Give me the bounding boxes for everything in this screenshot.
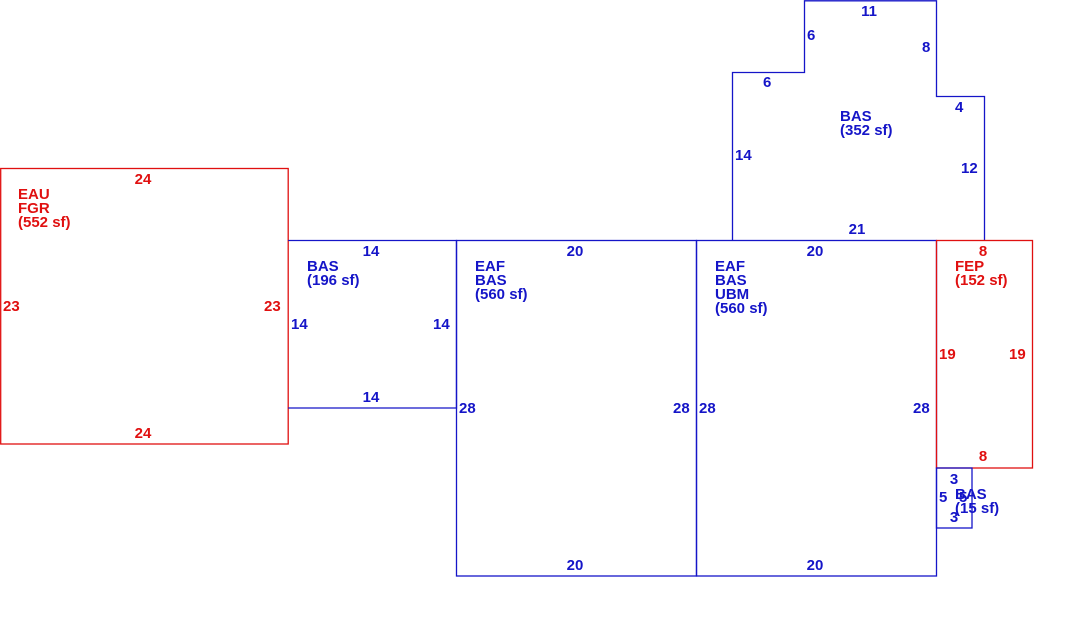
eaf-bas-ubm-dim-bottom: 20 — [807, 557, 824, 574]
eaf-bas-dim-right: 28 — [673, 400, 690, 417]
bas-15-dim-top: 3 — [950, 471, 958, 488]
area-garage: EAU FGR (552 sf) 24 24 23 23 — [0, 167, 289, 445]
bas-15-dim-bottom: 3 — [950, 509, 958, 526]
fep-dim-left: 19 — [939, 346, 956, 363]
bas-352-outline — [731, 0, 986, 241]
bas-196-dim-top: 14 — [363, 243, 380, 260]
area-eaf-bas-ubm: EAF BAS UBM (560 sf) 20 20 28 28 — [695, 239, 938, 577]
area-bas-196: BAS (196 sf) 14 14 14 14 — [288, 239, 458, 409]
garage-dim-bottom: 24 — [135, 425, 152, 442]
bas-196-label: BAS — [307, 258, 339, 275]
eaf-bas-label-bas: BAS — [475, 272, 507, 289]
bas-352-dim-right-upper: 8 — [922, 39, 930, 56]
eaf-bas-ubm-label-bas: BAS — [715, 272, 747, 289]
eaf-bas-ubm-label-eaf: EAF — [715, 258, 745, 275]
area-bas-15: BAS (15 sf) 3 3 5 5 — [935, 467, 999, 529]
fep-dim-right: 19 — [1009, 346, 1026, 363]
bas-352-dim-left: 14 — [735, 147, 752, 164]
bas-352-dim-step-up: 6 — [807, 27, 815, 44]
fep-dim-top: 8 — [979, 243, 987, 260]
eaf-bas-dim-top: 20 — [567, 243, 584, 260]
garage-area: (552 sf) — [18, 214, 71, 231]
garage-dim-top: 24 — [135, 171, 152, 188]
fep-label: FEP — [955, 258, 984, 275]
garage-outline — [0, 167, 289, 445]
bas-352-area: (352 sf) — [840, 122, 893, 139]
area-fep: FEP (152 sf) 8 8 19 19 — [935, 239, 1034, 469]
bas-196-dim-right: 14 — [433, 316, 450, 333]
fep-dim-bottom: 8 — [979, 448, 987, 465]
bas-15-outline — [935, 467, 973, 529]
bas-196-dim-bottom: 14 — [363, 389, 380, 406]
bas-352-dim-right-lower: 12 — [961, 160, 978, 177]
bas-352-dim-bottom: 21 — [849, 221, 866, 238]
bas-15-dim-left: 5 — [939, 489, 947, 506]
bas-15-area: (15 sf) — [955, 500, 999, 517]
bas-196-dim-left: 14 — [291, 316, 308, 333]
eaf-bas-dim-bottom: 20 — [567, 557, 584, 574]
eaf-bas-area: (560 sf) — [475, 286, 528, 303]
bas-352-dim-top: 11 — [861, 3, 877, 20]
area-bas-352: BAS (352 sf) 11 6 8 6 4 14 12 21 — [731, 0, 986, 241]
eaf-bas-label-eaf: EAF — [475, 258, 505, 275]
bas-15-dim-right: 5 — [959, 489, 967, 506]
eaf-bas-dim-left: 28 — [459, 400, 476, 417]
fep-area: (152 sf) — [955, 272, 1008, 289]
eaf-bas-ubm-area: (560 sf) — [715, 300, 768, 317]
area-eaf-bas: EAF BAS (560 sf) 20 20 28 28 — [455, 239, 698, 577]
garage-label-fgr: FGR — [18, 200, 50, 217]
eaf-bas-ubm-dim-right: 28 — [913, 400, 930, 417]
eaf-bas-ubm-dim-left: 28 — [699, 400, 716, 417]
bas-15-label: BAS — [955, 486, 987, 503]
garage-dim-left: 23 — [3, 298, 20, 315]
bas-352-dim-step-right: 4 — [955, 99, 964, 116]
fep-outline — [935, 239, 1034, 469]
eaf-bas-ubm-dim-top: 20 — [807, 243, 824, 260]
bas-352-label: BAS — [840, 108, 872, 125]
garage-label-eau: EAU — [18, 186, 50, 203]
garage-dim-right: 23 — [264, 298, 281, 315]
bas-352-dim-step-left: 6 — [763, 74, 771, 91]
eaf-bas-ubm-label-ubm: UBM — [715, 286, 749, 303]
bas-196-area: (196 sf) — [307, 272, 360, 289]
